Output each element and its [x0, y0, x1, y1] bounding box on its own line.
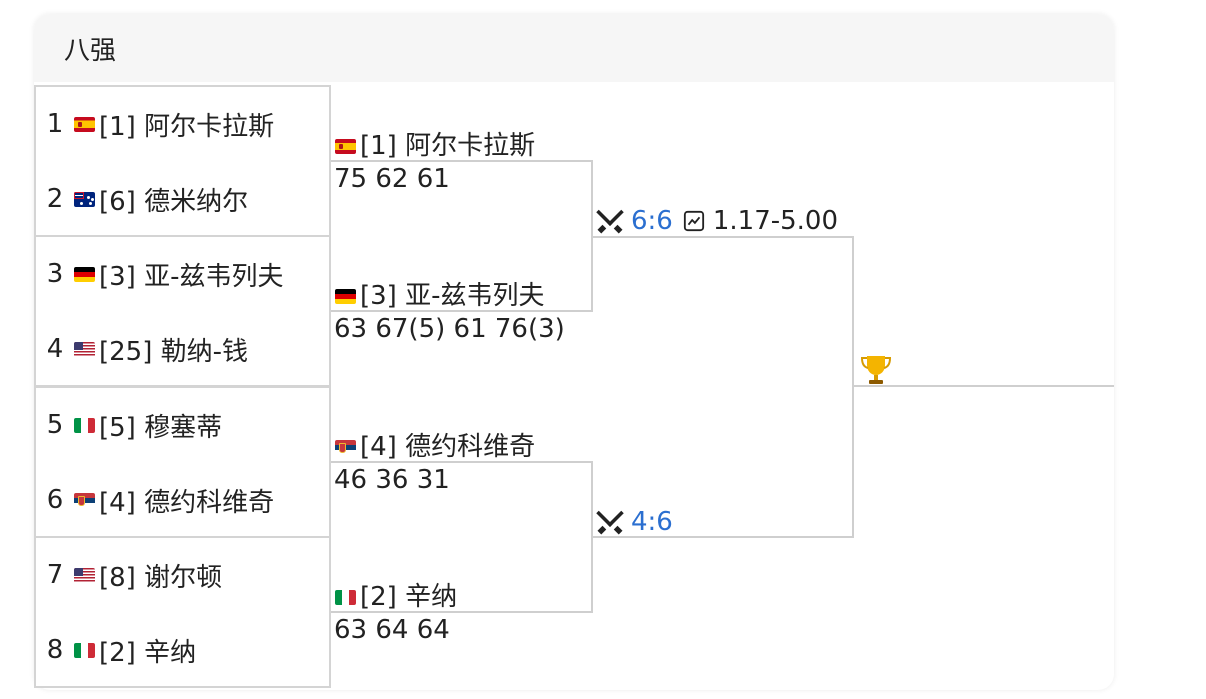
serbia-flag-icon [74, 492, 95, 508]
crossed-swords-icon[interactable] [595, 507, 625, 537]
seed-pair-4: 7 [8] 谢尔顿 8 [2] 辛纳 [34, 536, 331, 688]
player-name: [3] 亚-兹韦列夫 [360, 281, 545, 311]
qf-player[interactable]: [3] 亚-兹韦列夫 [335, 280, 544, 312]
qf-player[interactable]: [1] 阿尔卡拉斯 [335, 130, 535, 162]
h2h-link[interactable]: 6:6 [631, 206, 673, 236]
seed-row[interactable]: 6 [4] 德约科维奇 [36, 480, 274, 520]
qf-player[interactable]: [2] 辛纳 [335, 581, 457, 613]
seed-number: 3 [46, 259, 64, 289]
seed-number: 2 [46, 184, 64, 214]
player-name: [1] 阿尔卡拉斯 [99, 111, 275, 142]
seed-row[interactable]: 5 [5] 穆塞蒂 [36, 405, 222, 445]
usa-flag-icon [74, 567, 95, 583]
match-score: 63 64 64 [334, 615, 450, 645]
bracket-line [331, 310, 593, 312]
serbia-flag-icon [335, 440, 356, 455]
player-name: [1] 阿尔卡拉斯 [360, 131, 536, 161]
bracket-line [593, 236, 854, 238]
match-score: 46 36 31 [334, 465, 450, 495]
italy-flag-icon [74, 417, 95, 433]
seed-number: 4 [46, 334, 64, 364]
usa-flag-icon [74, 341, 95, 357]
bracket-line [854, 385, 1114, 387]
seed-number: 5 [46, 410, 64, 440]
italy-flag-icon [74, 642, 95, 658]
card-header: 八强 [34, 14, 1114, 82]
player-name: [3] 亚-兹韦列夫 [99, 261, 284, 292]
player-name: [25] 勒纳-钱 [99, 336, 249, 367]
player-name: [5] 穆塞蒂 [99, 412, 223, 443]
h2h-link[interactable]: 4:6 [631, 507, 673, 537]
trophy-icon [860, 356, 892, 384]
germany-flag-icon [335, 289, 356, 304]
bracket-line [331, 160, 593, 162]
seed-number: 8 [46, 635, 64, 665]
chart-line-icon[interactable] [683, 210, 705, 232]
odds-value: 1.17-5.00 [712, 206, 839, 236]
crossed-swords-icon[interactable] [595, 206, 625, 236]
seed-row[interactable]: 8 [2] 辛纳 [36, 630, 196, 670]
player-name: [4] 德约科维奇 [99, 487, 275, 518]
seed-row[interactable]: 2 [6] 德米纳尔 [36, 179, 248, 219]
bracket-line [852, 236, 854, 538]
player-name: [4] 德约科维奇 [360, 432, 536, 462]
seed-pair-1: 1 [1] 阿尔卡拉斯 2 [6] 德米纳尔 [34, 85, 331, 237]
semifinal-h2h: 6:6 1.17-5.00 [595, 205, 838, 237]
player-name: [6] 德米纳尔 [99, 186, 249, 217]
germany-flag-icon [74, 266, 95, 282]
seed-number: 7 [46, 560, 64, 590]
player-name: [2] 辛纳 [360, 582, 458, 612]
seed-pair-2: 3 [3] 亚-兹韦列夫 4 [25] 勒纳-钱 [34, 235, 331, 387]
bracket-line [331, 461, 593, 463]
bracket-line [331, 611, 593, 613]
italy-flag-icon [335, 590, 356, 605]
bracket-line [591, 461, 593, 613]
match-score: 75 62 61 [334, 164, 450, 194]
spain-flag-icon [335, 139, 356, 154]
seed-row[interactable]: 4 [25] 勒纳-钱 [36, 329, 248, 369]
player-name: [2] 辛纳 [99, 637, 197, 668]
seed-row[interactable]: 3 [3] 亚-兹韦列夫 [36, 254, 284, 294]
qf-player[interactable]: [4] 德约科维奇 [335, 431, 535, 463]
seed-row[interactable]: 1 [1] 阿尔卡拉斯 [36, 104, 274, 144]
seed-number: 1 [46, 109, 64, 139]
match-score: 63 67(5) 61 76(3) [334, 314, 565, 344]
bracket-line [593, 536, 854, 538]
semifinal-h2h: 4:6 [595, 506, 673, 538]
player-name: [8] 谢尔顿 [99, 562, 223, 593]
bracket-line [591, 160, 593, 312]
page-title: 八强 [64, 36, 117, 66]
seed-row[interactable]: 7 [8] 谢尔顿 [36, 555, 222, 595]
australia-flag-icon [74, 191, 95, 207]
spain-flag-icon [74, 116, 95, 132]
seed-pair-3: 5 [5] 穆塞蒂 6 [4] 德约科维奇 [34, 386, 331, 538]
seed-number: 6 [46, 485, 64, 515]
